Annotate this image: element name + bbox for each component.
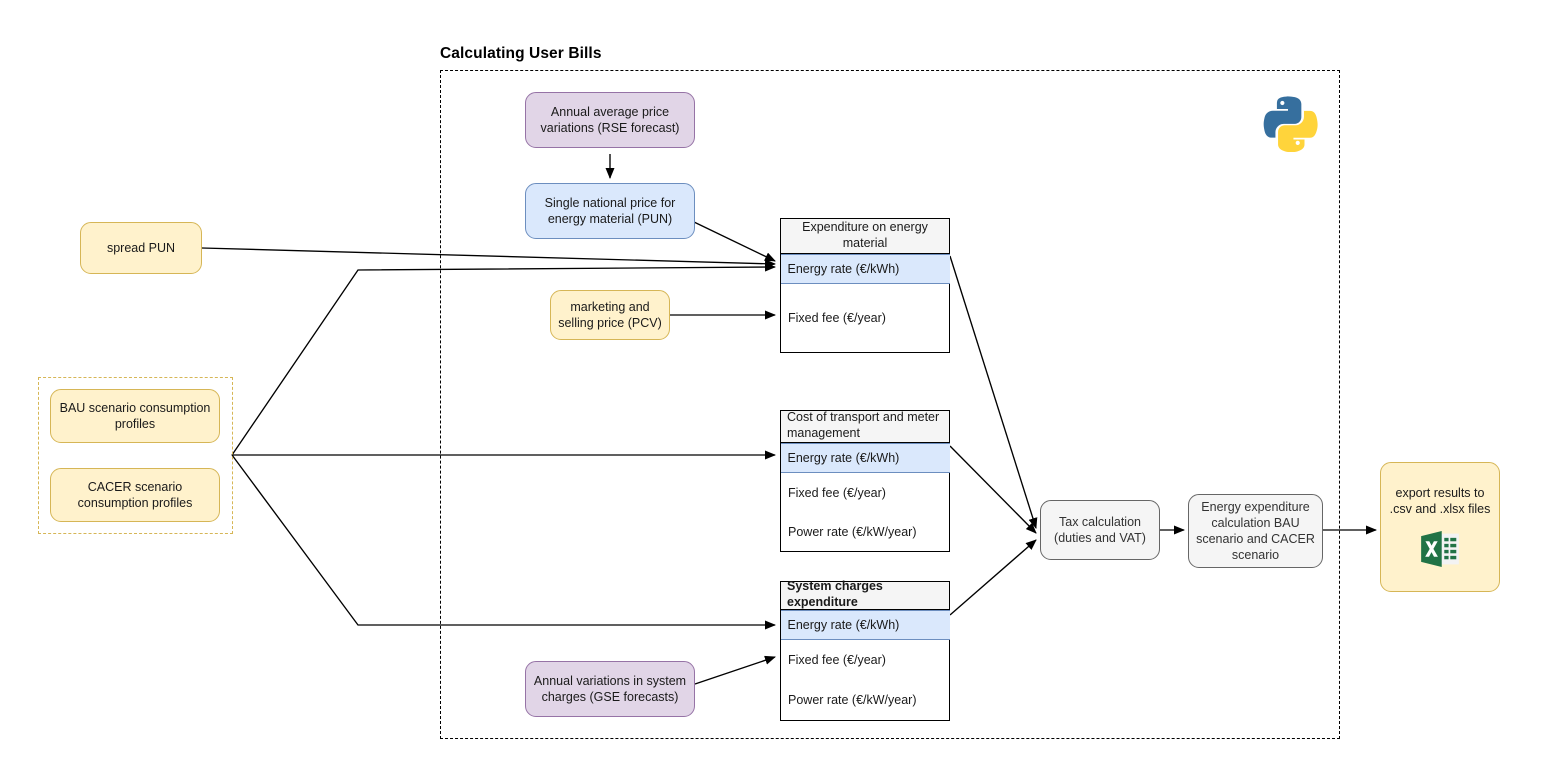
table-system-charges: System charges expenditure Energy rate (… <box>780 579 950 721</box>
node-export-results[interactable]: export results to .csv and .xlsx files <box>1380 462 1500 592</box>
node-gse-forecast[interactable]: Annual variations in system charges (GSE… <box>525 661 695 717</box>
python-scope-container <box>440 70 1340 739</box>
table-row-fixed-fee[interactable]: Fixed fee (€/year) <box>781 640 949 680</box>
python-logo-icon <box>1263 96 1318 152</box>
table-row-fixed-fee[interactable]: Fixed fee (€/year) <box>781 473 949 512</box>
node-pcv-label: marketing and selling price (PCV) <box>558 300 662 330</box>
excel-logo-icon <box>1421 531 1459 567</box>
consumption-profiles-group <box>38 377 233 534</box>
node-spread-pun-label: spread PUN <box>106 241 176 255</box>
table-row-energy-rate[interactable]: Energy rate (€/kWh) <box>780 443 950 473</box>
node-tax-calculation-label: Tax calculation (duties and VAT) <box>1054 515 1146 545</box>
node-export-results-label: export results to .csv and .xlsx files <box>1389 486 1491 516</box>
node-pun[interactable]: Single national price for energy materia… <box>525 183 695 239</box>
node-bau-profiles-label: BAU scenario consumption profiles <box>59 401 211 431</box>
table-row-energy-rate[interactable]: Energy rate (€/kWh) <box>780 610 950 640</box>
table-row-power-rate[interactable]: Power rate (€/kW/year) <box>781 512 949 551</box>
node-rse-forecast-label: Annual average price variations (RSE for… <box>540 105 680 135</box>
table-header: Cost of transport and meter management <box>781 410 949 443</box>
node-energy-expenditure-calculation-label: Energy expenditure calculation BAU scena… <box>1196 500 1315 562</box>
table-expenditure-energy-material: Expenditure on energy material Energy ra… <box>780 218 950 353</box>
table-cost-transport-meter: Cost of transport and meter management E… <box>780 410 950 552</box>
table-header: Expenditure on energy material <box>781 219 949 254</box>
table-row-power-rate[interactable]: Power rate (€/kW/year) <box>781 680 949 720</box>
table-header: System charges expenditure <box>781 579 949 610</box>
node-rse-forecast[interactable]: Annual average price variations (RSE for… <box>525 92 695 148</box>
diagram-title: Calculating User Bills <box>440 45 602 62</box>
node-gse-forecast-label: Annual variations in system charges (GSE… <box>533 674 687 704</box>
node-bau-profiles[interactable]: BAU scenario consumption profiles <box>50 389 220 443</box>
node-pun-label: Single national price for energy materia… <box>544 196 676 226</box>
table-row-energy-rate[interactable]: Energy rate (€/kWh) <box>780 254 950 284</box>
node-pcv[interactable]: marketing and selling price (PCV) <box>550 290 670 340</box>
node-tax-calculation[interactable]: Tax calculation (duties and VAT) <box>1040 500 1160 560</box>
node-cacer-profiles-label: CACER scenario consumption profiles <box>77 480 193 510</box>
table-row-fixed-fee[interactable]: Fixed fee (€/year) <box>781 284 949 352</box>
node-energy-expenditure-calculation[interactable]: Energy expenditure calculation BAU scena… <box>1188 494 1323 568</box>
node-cacer-profiles[interactable]: CACER scenario consumption profiles <box>50 468 220 522</box>
node-spread-pun[interactable]: spread PUN <box>80 222 202 274</box>
